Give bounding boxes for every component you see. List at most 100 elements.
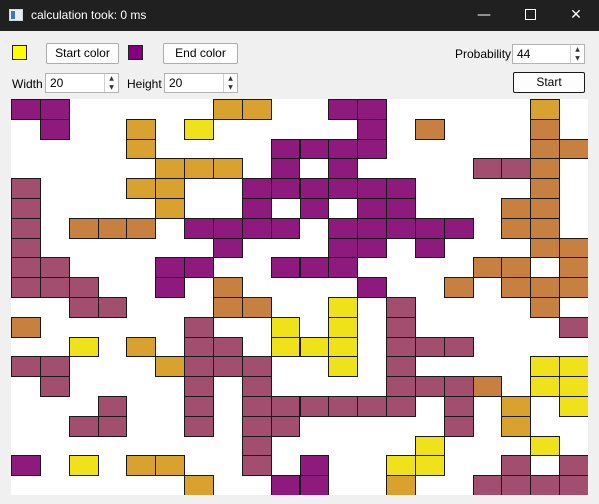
height-down-arrow-icon[interactable]: ▼ [228, 84, 233, 91]
grid-cell [357, 396, 388, 417]
minimize-button[interactable]: — [461, 0, 507, 31]
grid-cell [11, 237, 41, 259]
grid-cell [559, 475, 588, 495]
height-up-arrow-icon[interactable]: ▲ [228, 75, 233, 82]
grid-cell [270, 158, 301, 180]
close-icon: ✕ [570, 7, 582, 23]
grid-cell [386, 297, 416, 318]
grid-cell [472, 475, 503, 495]
grid-cell [241, 376, 272, 397]
grid-cell [68, 455, 99, 477]
grid-cell [97, 297, 128, 318]
grid-cell [241, 356, 272, 378]
grid-cell [126, 217, 157, 239]
title-bar[interactable]: calculation took: 0 ms — ✕ [0, 0, 599, 31]
grid-cell [501, 415, 532, 437]
probability-down-arrow-icon[interactable]: ▼ [575, 55, 580, 62]
cell-grid-cells [11, 99, 588, 495]
end-color-button[interactable]: End color [163, 43, 238, 64]
width-label: Width [12, 77, 43, 91]
grid-cell [212, 99, 243, 120]
grid-cell [530, 178, 561, 199]
grid-cell [472, 376, 503, 397]
grid-cell [357, 118, 388, 140]
grid-cell [39, 118, 70, 140]
grid-cell [184, 316, 214, 338]
grid-cell [11, 257, 41, 279]
grid-cell [414, 376, 445, 397]
grid-cell [357, 138, 388, 160]
grid-cell [241, 415, 272, 437]
grid-cell [530, 376, 561, 397]
grid-cell [97, 396, 128, 417]
grid-cell [212, 237, 243, 259]
maximize-button[interactable] [507, 0, 553, 31]
grid-cell [97, 217, 128, 239]
grid-cell [414, 455, 445, 477]
grid-cell [443, 415, 474, 437]
grid-cell [155, 158, 186, 180]
grid-cell [414, 336, 445, 358]
grid-cell [212, 217, 243, 239]
grid-cell [184, 376, 214, 397]
width-spinbox[interactable]: 20 ▲ ▼ [45, 73, 119, 93]
grid-cell [155, 356, 186, 378]
grid-cell [328, 356, 359, 378]
grid-cell [559, 138, 588, 160]
grid-cell [39, 99, 70, 120]
grid-cell [212, 297, 243, 318]
grid-cell [328, 99, 359, 120]
grid-cell [39, 356, 70, 378]
grid-cell [386, 178, 416, 199]
grid-cell [559, 376, 588, 397]
close-button[interactable]: ✕ [553, 0, 599, 31]
grid-cell [559, 237, 588, 259]
grid-cell [328, 316, 359, 338]
grid-cell [414, 118, 445, 140]
grid-cell [126, 336, 157, 358]
grid-cell [414, 435, 445, 457]
grid-cell [530, 217, 561, 239]
probability-stepper[interactable]: ▲ ▼ [570, 45, 584, 63]
grid-cell [328, 396, 359, 417]
grid-cell [386, 396, 416, 417]
grid-cell [184, 336, 214, 358]
probability-value: 44 [517, 47, 531, 61]
start-color-button[interactable]: Start color [46, 43, 119, 64]
height-spinbox[interactable]: 20 ▲ ▼ [164, 73, 238, 93]
height-stepper[interactable]: ▲ ▼ [223, 74, 237, 92]
maximize-icon [524, 8, 536, 20]
grid-cell [559, 257, 588, 279]
grid-cell [328, 237, 359, 259]
grid-cell [386, 198, 416, 219]
start-button[interactable]: Start [513, 72, 585, 93]
grid-cell [443, 396, 474, 417]
probability-spinbox[interactable]: 44 ▲ ▼ [512, 44, 585, 64]
grid-cell [11, 217, 41, 239]
grid-cell [530, 356, 561, 378]
grid-cell [328, 138, 359, 160]
grid-cell [299, 138, 330, 160]
grid-cell [11, 316, 41, 338]
grid-cell [241, 297, 272, 318]
probability-up-arrow-icon[interactable]: ▲ [575, 46, 580, 53]
width-stepper[interactable]: ▲ ▼ [104, 74, 118, 92]
grid-cell [559, 356, 588, 378]
grid-cell [241, 198, 272, 219]
width-up-arrow-icon[interactable]: ▲ [109, 75, 114, 82]
grid-cell [559, 277, 588, 298]
grid-cell [357, 217, 388, 239]
grid-cell [328, 178, 359, 199]
grid-cell [559, 316, 588, 338]
grid-cell [357, 277, 388, 298]
grid-cell [501, 455, 532, 477]
grid-cell [472, 257, 503, 279]
width-down-arrow-icon[interactable]: ▼ [109, 84, 114, 91]
grid-cell [270, 316, 301, 338]
grid-cell [386, 455, 416, 477]
grid-cell [559, 455, 588, 477]
grid-cell [443, 376, 474, 397]
grid-cell [501, 277, 532, 298]
grid-cell [328, 217, 359, 239]
grid-cell [212, 158, 243, 180]
